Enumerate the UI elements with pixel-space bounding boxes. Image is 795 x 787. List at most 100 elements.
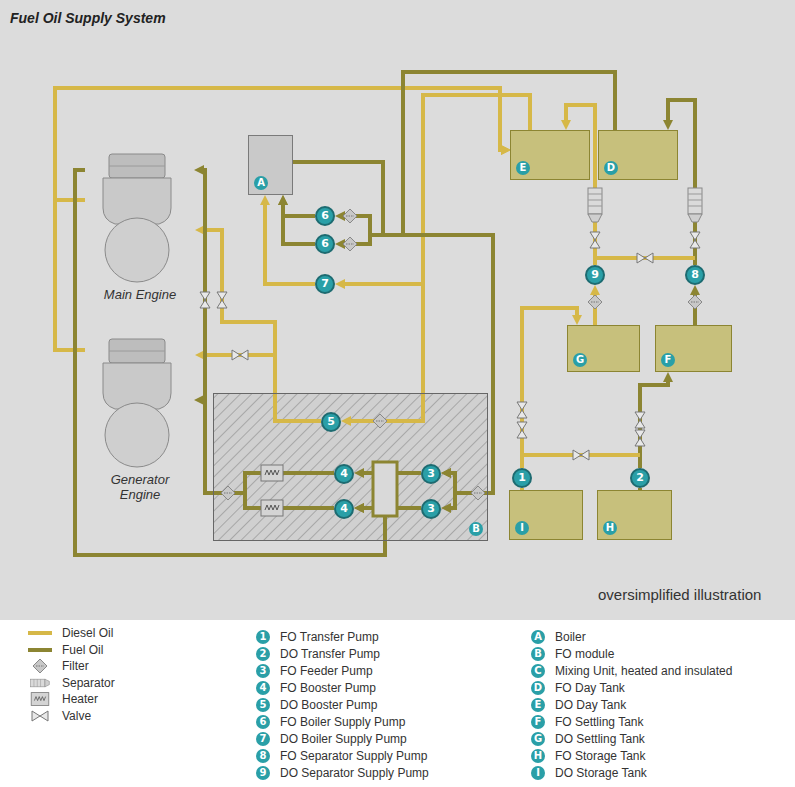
tank-box: I bbox=[509, 490, 583, 540]
legend-filter-sample bbox=[33, 659, 47, 673]
legend-text: Filter bbox=[62, 658, 89, 674]
letter-badge: E bbox=[516, 161, 530, 175]
key-text: Boiler bbox=[555, 629, 586, 645]
key-text: FO Day Tank bbox=[555, 680, 625, 696]
callout-number: G bbox=[531, 732, 545, 746]
pump-symbol: 4 bbox=[334, 464, 354, 484]
legend-text: Fuel Oil bbox=[62, 642, 103, 658]
filter-symbol bbox=[471, 486, 485, 500]
legend-valve-sample bbox=[32, 711, 48, 721]
callout-number: B bbox=[531, 647, 545, 661]
engine-figure: Main Engine bbox=[85, 150, 195, 305]
pump-number: 4 bbox=[336, 501, 352, 517]
module-hatch bbox=[213, 393, 488, 541]
key-text: Mixing Unit, heated and insulated bbox=[555, 663, 732, 679]
pipe-connector bbox=[201, 170, 334, 493]
key-text: DO Transfer Pump bbox=[280, 646, 380, 662]
pump-symbol: 7 bbox=[315, 274, 335, 294]
pipe-connector bbox=[403, 72, 615, 493]
tank-box: G bbox=[567, 325, 640, 372]
key-text: DO Settling Tank bbox=[555, 731, 645, 747]
pump-number: 1 bbox=[514, 470, 530, 486]
legend-text: Heater bbox=[62, 691, 98, 707]
key-text: FO module bbox=[555, 646, 614, 662]
pump-symbol: 1 bbox=[512, 468, 532, 488]
engine-block bbox=[103, 178, 171, 224]
key-text: FO Booster Pump bbox=[280, 680, 376, 696]
key-text: DO Day Tank bbox=[555, 697, 626, 713]
legend-heater-sample bbox=[31, 693, 49, 706]
pump-symbol: 3 bbox=[421, 499, 441, 519]
callout-number: 4 bbox=[256, 681, 270, 695]
valve-symbol bbox=[517, 422, 527, 438]
key-text: DO Boiler Supply Pump bbox=[280, 731, 407, 747]
engine-illustration bbox=[85, 335, 195, 470]
pipe-connector bbox=[201, 400, 334, 508]
callout-number: 1 bbox=[256, 630, 270, 644]
key-text: DO Separator Supply Pump bbox=[280, 765, 429, 781]
key-text: FO Settling Tank bbox=[555, 714, 644, 730]
filter-symbol bbox=[343, 237, 357, 251]
legend-swatch bbox=[28, 631, 52, 635]
pipe-connector bbox=[403, 72, 615, 508]
pump-number: 7 bbox=[317, 276, 333, 292]
pump-number: 2 bbox=[632, 470, 648, 486]
callout-number: I bbox=[531, 766, 545, 780]
pipe-connector bbox=[566, 105, 595, 265]
pump-symbol: 6 bbox=[315, 234, 335, 254]
letter-badge: F bbox=[661, 353, 675, 367]
pump-number: 3 bbox=[423, 501, 439, 517]
pump-symbol: 8 bbox=[685, 265, 705, 285]
key-text: FO Transfer Pump bbox=[280, 629, 379, 645]
callout-number: 7 bbox=[256, 732, 270, 746]
valve-symbol bbox=[635, 430, 645, 446]
pump-symbol: 5 bbox=[321, 412, 341, 432]
valve-symbol bbox=[573, 450, 589, 460]
pipe-connector bbox=[342, 95, 530, 284]
pump-number: 8 bbox=[687, 267, 703, 283]
separator-symbol bbox=[688, 188, 702, 222]
pump-symbol: 6 bbox=[315, 206, 335, 226]
pump-symbol: 3 bbox=[421, 464, 441, 484]
legend-text: Diesel Oil bbox=[62, 625, 113, 641]
valve-symbol bbox=[690, 232, 700, 248]
flywheel bbox=[105, 218, 169, 282]
engine-label: Generator Engine bbox=[95, 472, 185, 502]
valve-symbol bbox=[637, 253, 653, 263]
valve-symbol bbox=[517, 402, 527, 418]
legend-swatch bbox=[28, 648, 52, 652]
valve-symbol bbox=[590, 232, 600, 248]
key-text: FO Storage Tank bbox=[555, 748, 646, 764]
pump-number: 6 bbox=[317, 236, 333, 252]
tank-box: H bbox=[597, 490, 672, 540]
callout-number: 2 bbox=[256, 647, 270, 661]
letter-badge: B bbox=[469, 522, 483, 536]
pump-symbol: 4 bbox=[334, 499, 354, 519]
pipe-connector bbox=[202, 355, 321, 421]
legend-separator-sample bbox=[31, 679, 50, 687]
valve-symbol bbox=[200, 292, 210, 308]
legend-text: Valve bbox=[62, 708, 91, 724]
engine-illustration bbox=[85, 150, 195, 285]
pipe-connector bbox=[265, 202, 315, 284]
pipe-connector bbox=[55, 88, 504, 350]
callout-number: F bbox=[531, 715, 545, 729]
valve-symbol bbox=[635, 412, 645, 428]
cylinder-head bbox=[109, 339, 165, 363]
diagram-title: Fuel Oil Supply System bbox=[10, 10, 166, 26]
boiler-box: A bbox=[248, 135, 293, 195]
tank-box: D bbox=[598, 130, 678, 180]
cylinder-head bbox=[109, 154, 165, 178]
pump-number: 5 bbox=[323, 414, 339, 430]
filter-symbol bbox=[221, 486, 235, 500]
pump-number: 4 bbox=[336, 466, 352, 482]
tank-box: E bbox=[510, 130, 590, 180]
head-line bbox=[109, 166, 165, 167]
tank-box: F bbox=[655, 325, 732, 372]
filter-symbol bbox=[588, 295, 602, 309]
key-text: FO Feeder Pump bbox=[280, 663, 373, 679]
callout-number: H bbox=[531, 749, 545, 763]
mixing-unit bbox=[373, 462, 397, 516]
pipe-connector bbox=[75, 170, 385, 555]
pump-number: 3 bbox=[423, 466, 439, 482]
